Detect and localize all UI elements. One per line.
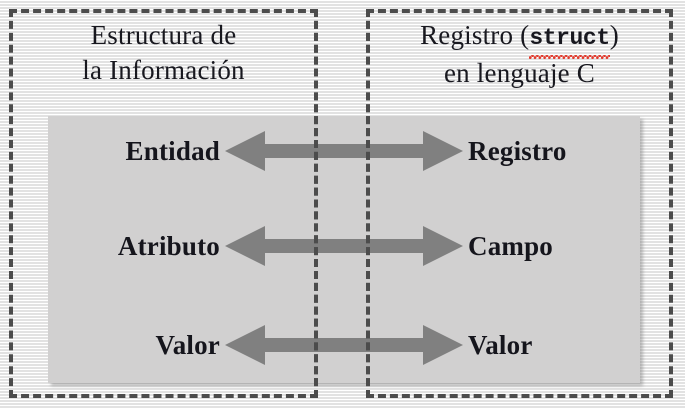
column-heading-line1: Registro (struct) [366,18,673,59]
double-headed-arrow-icon [220,224,468,268]
column-heading-c-struct: Registro (struct) en lenguaje C [366,18,673,91]
mapping-right-term: Registro [468,135,567,166]
column-heading-line1: Estructura de [90,20,237,50]
heading-prefix-text: Registro ( [420,20,530,50]
mapping-left-term: Entidad [125,135,220,166]
column-heading-line2: en lenguaje C [443,58,596,88]
double-headed-arrow-icon [220,323,468,367]
mapping-right-term: Valor [468,329,533,360]
double-headed-arrow-icon [220,129,468,173]
column-heading-informacion: Estructura de la Información [9,18,318,88]
struct-keyword: struct [529,21,611,59]
mapping-row: Atributo Campo [48,221,640,271]
heading-suffix-text: ) [609,20,619,50]
mapping-panel: Entidad Registro Atributo Campo Valor [48,116,640,383]
column-heading-line2: la Información [82,55,245,85]
mapping-right-term: Campo [468,230,554,261]
mapping-left-term: Atributo [117,230,220,261]
mapping-row: Valor Valor [48,320,640,370]
mapping-row: Entidad Registro [48,126,640,176]
mapping-left-term: Valor [155,329,220,360]
